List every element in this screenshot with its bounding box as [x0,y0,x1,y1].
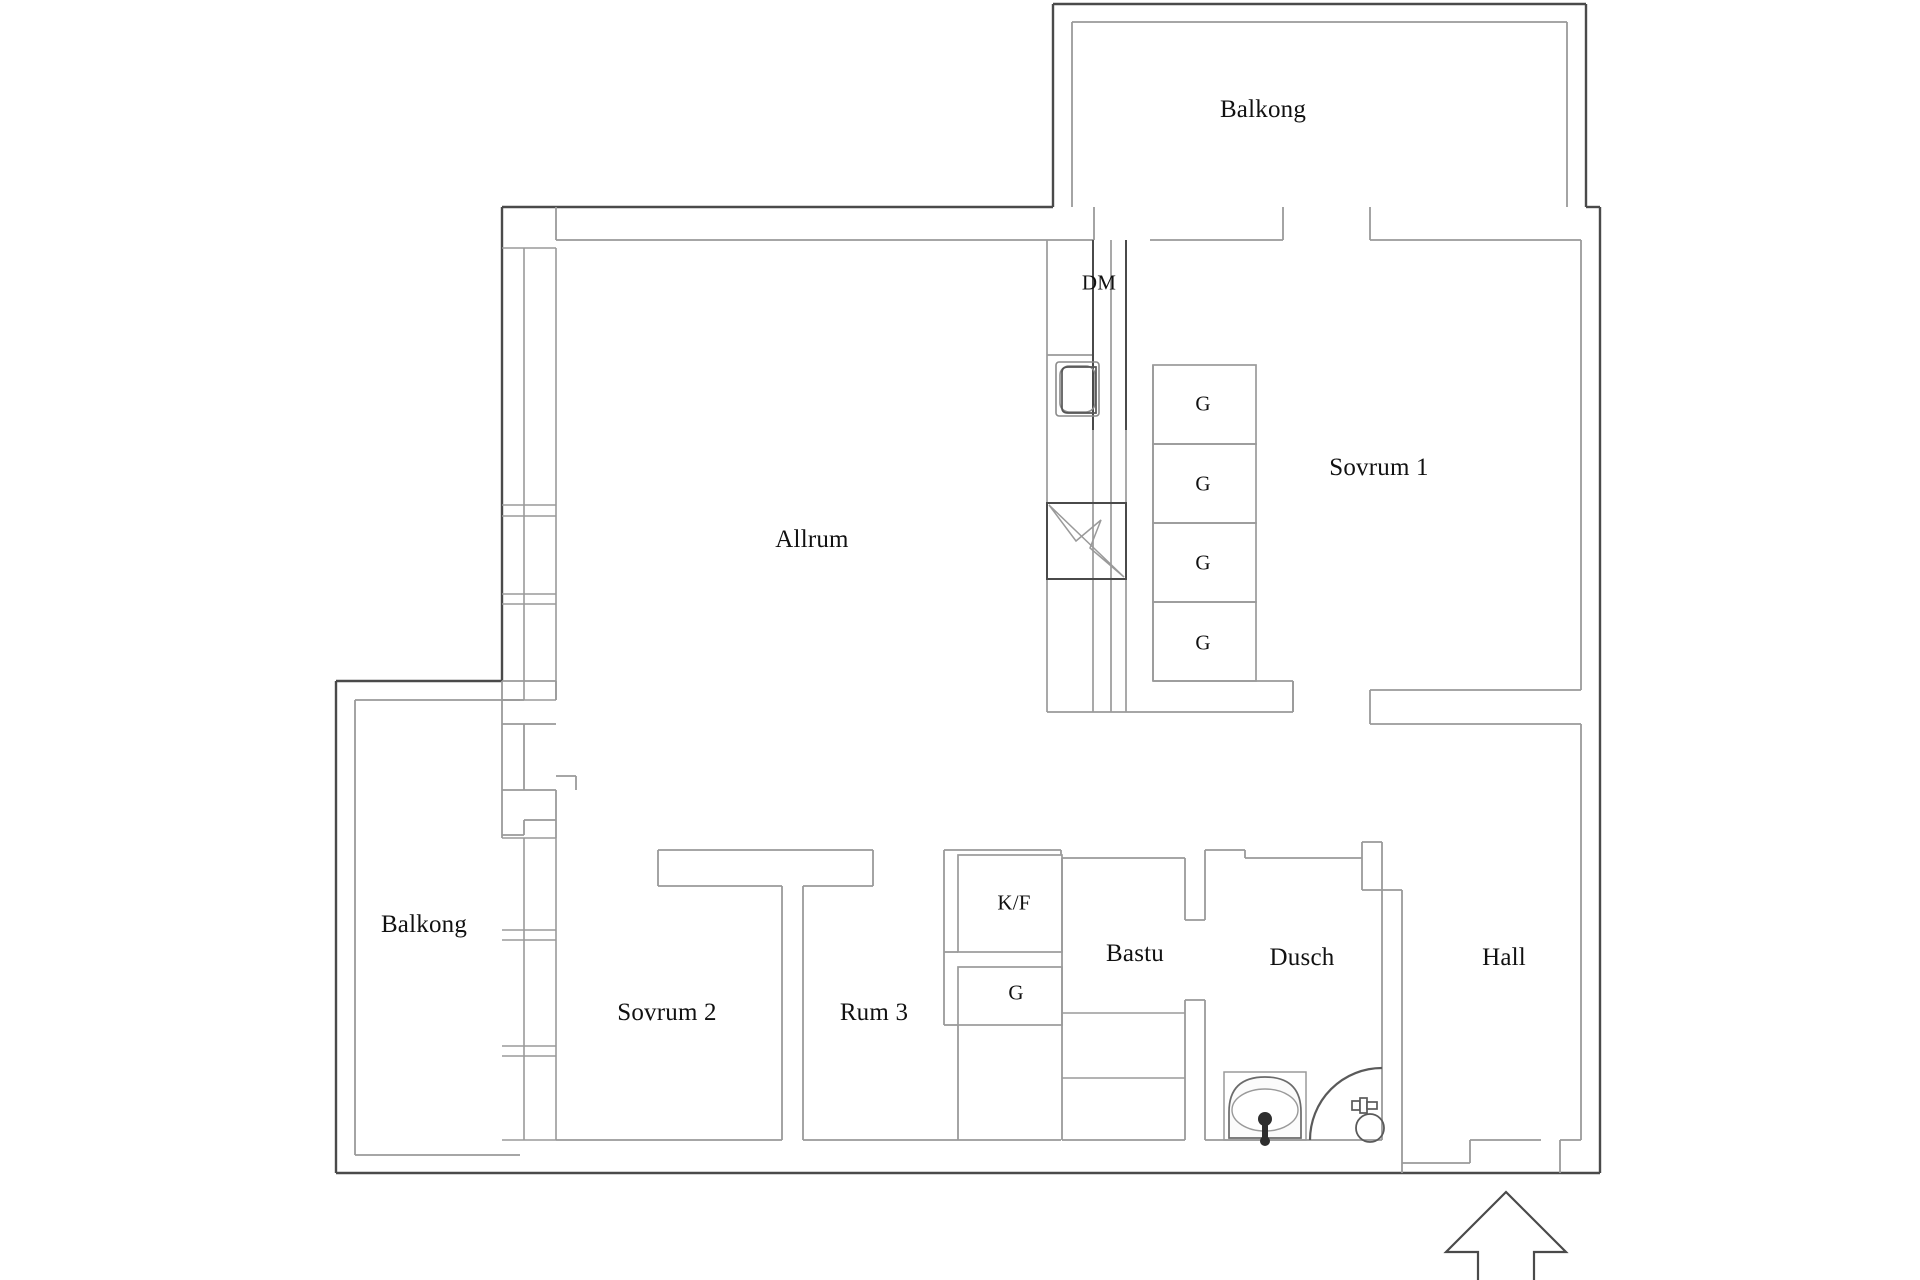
room-label-rum-3: Rum 3 [839,999,909,1026]
door-swing-icon [1308,1066,1383,1141]
balcony-top-inner [1071,21,1568,207]
west-wall-stub [501,724,525,790]
hall-walls [1402,1139,1541,1164]
mid-horizontal-wall [556,849,1061,1141]
kitchen-column-wall-dark [1092,240,1127,430]
closet-stack-wall [1126,365,1294,713]
fixture-label-closet-2: G [1195,471,1211,496]
lower-balcony-door-jog [501,775,577,838]
kitchen-column [1046,240,1127,713]
kf-wall [943,849,1062,1140]
fixture-label-closet-kitchen: G [1008,980,1024,1005]
room-label-allrum: Allrum [775,526,849,553]
sauna-bench-icon [1062,1012,1185,1079]
room-label-balkong-left: Balkong [380,911,468,938]
room-label-bastu: Bastu [1106,940,1164,967]
door-handle-icon [1351,1097,1378,1114]
room-label-balkong-top: Balkong [1219,96,1307,123]
allrum-balcony-door-jog [501,680,557,725]
stove-icon [1046,502,1127,580]
room-label-hall: Hall [1482,944,1526,971]
bastu-walls [1061,849,1246,1141]
room-label-sovrum-2: Sovrum 2 [617,999,717,1026]
balcony-left-inner [354,699,520,1156]
balcony-top-outline [1051,2,1588,207]
window-group-sovrum2 [502,837,557,1141]
fixture-label-closet-4: G [1195,630,1211,655]
inner-wall-face [555,207,1582,1173]
fixture-label-closet-3: G [1195,550,1211,575]
floor-drain-icon [1355,1113,1385,1143]
window-group-allrum [502,247,557,701]
outer-wall [334,205,1602,1175]
room-label-dusch: Dusch [1269,944,1335,971]
fixture-label-dishwasher: DM [1081,270,1117,295]
washbasin-icon [1223,1071,1307,1141]
kitchen-sink-icon [1055,361,1100,417]
washbasin-tap-icon [1258,1112,1272,1146]
kitchen-sink-bowl [1061,366,1097,414]
fixture-label-fridge-freezer: K/F [997,890,1031,915]
fixture-label-closet-1: G [1195,391,1211,416]
room-label-sovrum-1: Sovrum 1 [1329,454,1429,481]
entrance-arrow-icon [1443,1190,1569,1280]
